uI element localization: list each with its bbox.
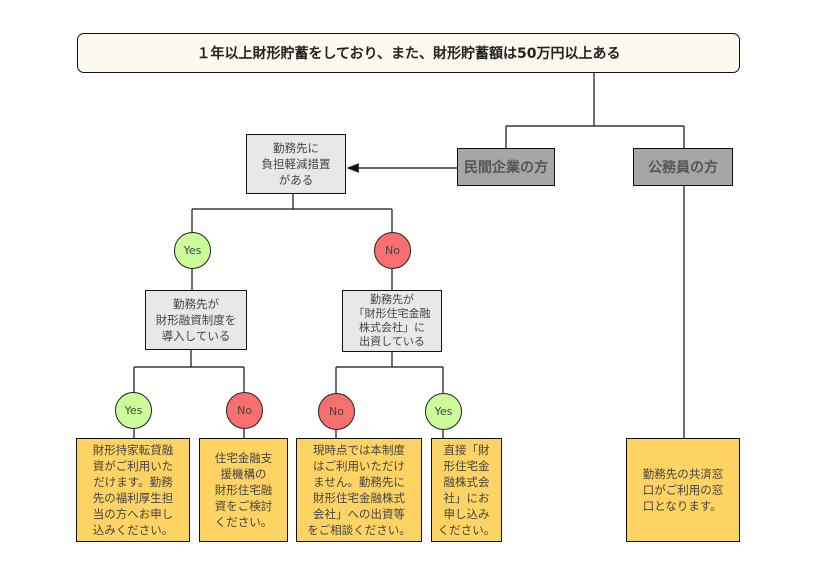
branch-no-label: No xyxy=(385,244,400,257)
question-investment: 勤務先が 「財形住宅金融 株式会社」に 出資している xyxy=(342,290,442,352)
connector-q2-split xyxy=(133,350,245,392)
root-condition-text: １年以上財形貯蓄をしており、また、財形貯蓄額は50万円以上ある xyxy=(196,46,621,62)
question-loan-system: 勤務先が 財形融資制度を 導入している xyxy=(145,290,247,350)
category-private-label: 民間企業の方 xyxy=(464,160,548,176)
answer-mutual-aid-text: 勤務先の共済窓 口がご利用の窓 口となります。 xyxy=(642,467,724,513)
category-public-servant: 公務員の方 xyxy=(633,148,733,186)
connector-q1-split xyxy=(191,194,393,234)
answer-transfer-loan: 財形持家転貸融 資がご利用いた だけます。勤務 先の福利厚生担 当の方へお申し … xyxy=(76,438,190,542)
branch-yes-q3: Yes xyxy=(425,393,462,430)
connector-root-split xyxy=(505,73,685,148)
answer-jhf-loan-text: 住宅金融支 援機構の 財形住宅融 資をご検討 ください。 xyxy=(214,451,273,529)
branch-no-q2: No xyxy=(226,392,263,429)
question-burden-reduction: 勤務先に 負担軽減措置 がある xyxy=(246,134,346,194)
branch-no-q3: No xyxy=(318,393,355,430)
branch-no-q1: No xyxy=(374,232,411,269)
answer-jhf-loan: 住宅金融支 援機構の 財形住宅融 資をご検討 ください。 xyxy=(199,438,288,542)
connector-q3-split xyxy=(335,352,444,394)
answer-not-available: 現時点では本制度 はご利用いただけ ません。勤務先に 財形住宅金融株式 会社」へ… xyxy=(296,438,422,542)
answer-apply-directly-text: 直接「財 形住宅金 融株式会 社」にお 申し込み ください。 xyxy=(437,443,496,537)
branch-yes-q1: Yes xyxy=(174,232,211,269)
branch-yes-label: Yes xyxy=(183,244,202,257)
branch-no-label: No xyxy=(329,405,344,418)
root-condition: １年以上財形貯蓄をしており、また、財形貯蓄額は50万円以上ある xyxy=(77,33,740,73)
category-public-label: 公務員の方 xyxy=(648,160,718,176)
branch-yes-label: Yes xyxy=(434,405,453,418)
question-investment-text: 勤務先が 「財形住宅金融 株式会社」に 出資している xyxy=(353,293,431,348)
answer-mutual-aid: 勤務先の共済窓 口がご利用の窓 口となります。 xyxy=(626,438,740,542)
answer-transfer-loan-text: 財形持家転貸融 資がご利用いた だけます。勤務 先の福利厚生担 当の方へお申し … xyxy=(92,443,174,537)
answer-not-available-text: 現時点では本制度 はご利用いただけ ません。勤務先に 財形住宅金融株式 会社」へ… xyxy=(307,443,411,537)
question-loan-system-text: 勤務先が 財形融資制度を 導入している xyxy=(155,297,237,343)
branch-yes-q2: Yes xyxy=(115,392,152,429)
category-private-company: 民間企業の方 xyxy=(457,148,555,186)
branch-no-label: No xyxy=(237,404,252,417)
answer-apply-directly: 直接「財 形住宅金 融株式会 社」にお 申し込み ください。 xyxy=(431,438,502,542)
branch-yes-label: Yes xyxy=(124,404,143,417)
question-burden-reduction-text: 勤務先に 負担軽減措置 がある xyxy=(261,141,331,187)
